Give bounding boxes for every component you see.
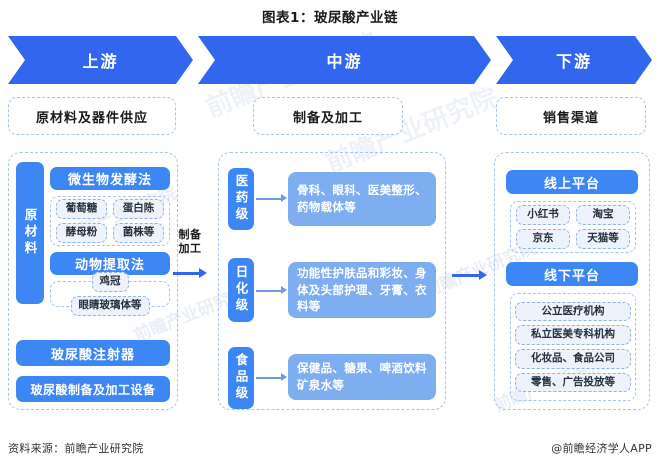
chip-public-medical-institutions[interactable]: 公立医疗机构	[515, 301, 631, 322]
chip-xiaohongshu[interactable]: 小红书	[516, 205, 570, 225]
chip-cosmetics-food-companies[interactable]: 化妆品、食品公司	[515, 349, 631, 369]
connector-label-prepare: 制备 加工	[168, 228, 212, 256]
chip-jd[interactable]: 京东	[516, 229, 570, 249]
stage-upstream[interactable]: 上游	[8, 36, 193, 84]
upstream-device-production-equipment[interactable]: 玻尿酸制备及加工设备	[16, 376, 170, 402]
midstream-apps-pharma[interactable]: 骨科、眼科、医美整形、药物载体等	[288, 172, 436, 226]
chip-taobao[interactable]: 淘宝	[576, 205, 630, 225]
chip-yeast-powder[interactable]: 酵母粉	[56, 223, 107, 243]
stage-banner: 上游 中游 下游	[8, 36, 652, 84]
upstream-header: 原材料及器件供应	[8, 97, 176, 135]
downstream-channel-offline[interactable]: 线下平台	[506, 262, 638, 286]
upstream-method-animal-extraction[interactable]: 动物提取法	[50, 252, 170, 275]
upstream-group	[8, 152, 178, 410]
credit-note: @前瞻经济学人APP	[551, 442, 652, 455]
chip-retail-advertising[interactable]: 零售、广告投放等	[515, 372, 631, 393]
chip-vitreous-body[interactable]: 眼睛玻璃体等	[70, 296, 150, 316]
midstream-apps-food[interactable]: 保健品、糖果、啤酒饮料矿泉水等	[288, 354, 436, 400]
downstream-channel-online[interactable]: 线上平台	[506, 170, 638, 194]
arrow-grade-food	[256, 373, 288, 383]
arrow-grade-cosmetic	[256, 286, 288, 296]
midstream-grade-food[interactable]: 食品级	[228, 347, 254, 409]
page-title: 图表1：玻尿酸产业链	[262, 10, 398, 26]
midstream-group	[218, 152, 446, 410]
stage-downstream[interactable]: 下游	[496, 36, 652, 84]
midstream-grade-cosmetic[interactable]: 日化级	[228, 258, 254, 322]
chip-tmall[interactable]: 天猫等	[576, 229, 630, 249]
upstream-device-injector[interactable]: 玻尿酸注射器	[16, 340, 170, 366]
connector-label-line2: 加工	[178, 241, 202, 255]
chip-peptone[interactable]: 蛋白陈	[113, 199, 164, 219]
midstream-header: 制备及加工	[253, 97, 403, 135]
chip-glucose[interactable]: 葡萄糖	[56, 199, 107, 219]
upstream-method-fermentation[interactable]: 微生物发酵法	[50, 167, 170, 190]
chip-cockscomb[interactable]: 鸡冠	[91, 272, 129, 292]
connector-label-line1: 制备	[178, 228, 202, 241]
downstream-channel-online-items: 小红书 淘宝 京东 天猫等	[510, 201, 636, 253]
chip-private-aesthetic-clinics[interactable]: 私立医美专科机构	[515, 325, 631, 345]
upstream-method-fermentation-items: 葡萄糖 蛋白陈 酵母粉 菌株等	[50, 196, 170, 246]
midstream-apps-cosmetic[interactable]: 功能性护肤品和彩妆、身体及头部护理、牙膏、衣料等	[288, 262, 436, 318]
arrow-midstream-to-downstream	[452, 270, 488, 280]
source-note: 资料来源：前瞻产业研究院	[8, 442, 144, 455]
chip-strains[interactable]: 菌株等	[113, 223, 164, 243]
stage-midstream[interactable]: 中游	[198, 36, 491, 84]
upstream-raw-material-bar[interactable]: 原材料	[16, 162, 44, 304]
midstream-grade-pharma[interactable]: 医药级	[228, 168, 254, 230]
downstream-header: 销售渠道	[496, 97, 646, 135]
upstream-method-animal-extraction-items: 鸡冠 眼睛玻璃体等	[50, 272, 170, 316]
downstream-channel-offline-items: 公立医疗机构 私立医美专科机构 化妆品、食品公司 零售、广告投放等	[510, 293, 636, 401]
downstream-group	[494, 152, 650, 410]
arrow-upstream-to-midstream	[173, 268, 207, 278]
arrow-grade-pharma	[256, 194, 288, 204]
